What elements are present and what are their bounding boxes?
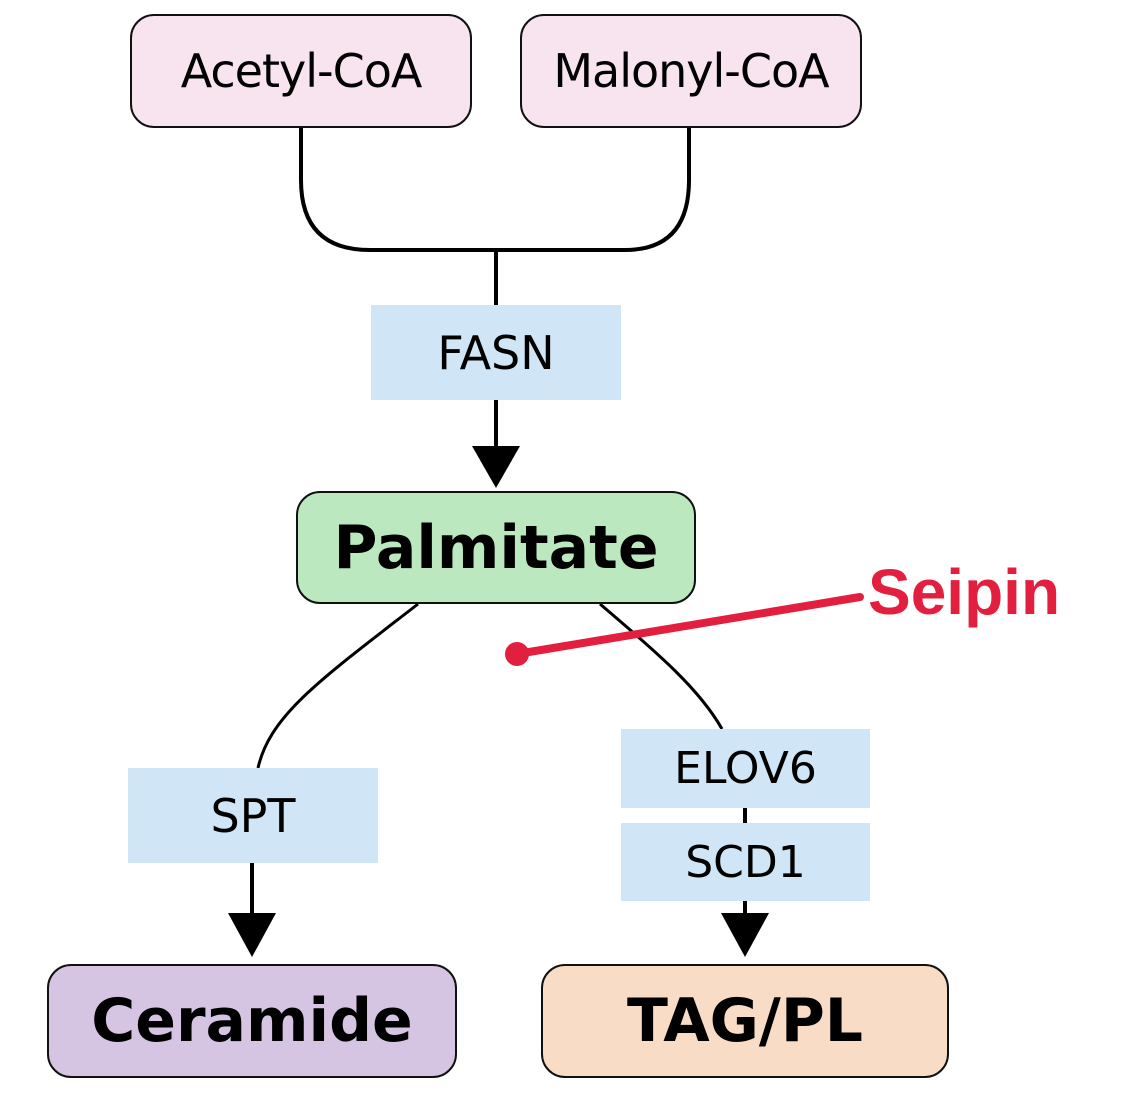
palmitate-node: Palmitate — [296, 491, 696, 604]
arrowhead-palmitate — [472, 446, 520, 488]
palmitate-to-elov6-connector — [599, 602, 724, 730]
tag-pl-label: TAG/PL — [626, 986, 864, 1056]
seipin-annotation-label: Seipin — [868, 556, 1061, 628]
acetyl-coa-node: Acetyl-CoA — [130, 14, 472, 128]
malonyl-coa-label: Malonyl-CoA — [553, 44, 829, 98]
elov6-enzyme-box: ELOV6 — [621, 729, 870, 808]
scd1-enzyme-box: SCD1 — [621, 823, 870, 901]
spt-label: SPT — [210, 788, 296, 843]
arrowhead-tag-pl — [721, 913, 769, 957]
elov6-label: ELOV6 — [674, 743, 817, 794]
palmitate-label: Palmitate — [333, 512, 659, 583]
tag-pl-node: TAG/PL — [541, 964, 949, 1078]
spt-enzyme-box: SPT — [128, 768, 378, 863]
substrate-merge-connector — [299, 128, 691, 252]
seipin-pointer-line — [513, 593, 864, 658]
malonyl-coa-node: Malonyl-CoA — [520, 14, 862, 128]
arrowhead-ceramide — [228, 913, 276, 957]
fasn-enzyme-box: FASN — [371, 305, 621, 400]
ceramide-label: Ceramide — [91, 986, 413, 1056]
fasn-label: FASN — [437, 325, 555, 380]
ceramide-node: Ceramide — [47, 964, 457, 1078]
palmitate-to-spt-connector — [256, 602, 419, 769]
scd1-label: SCD1 — [685, 836, 806, 888]
seipin-pointer-dot — [505, 642, 529, 666]
acetyl-coa-label: Acetyl-CoA — [180, 44, 423, 98]
